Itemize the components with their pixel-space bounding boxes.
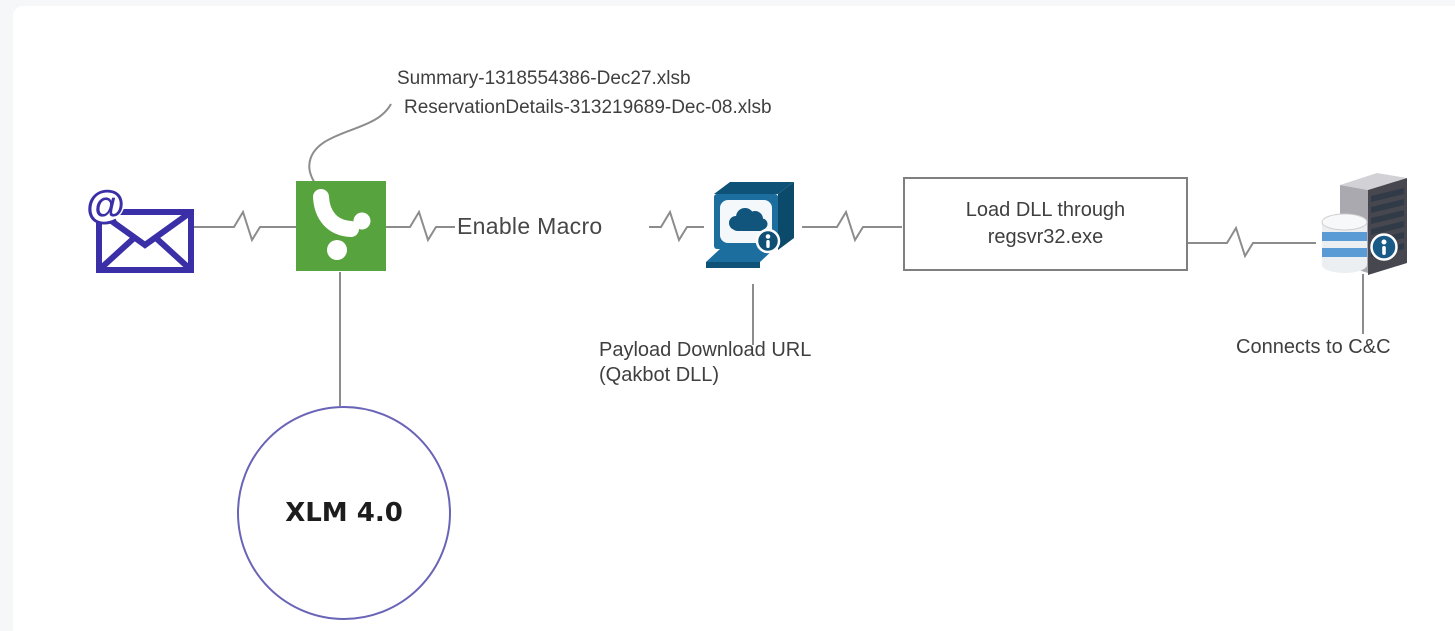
payload-url-line-1: Payload Download URL <box>599 339 812 361</box>
email-envelope-icon: @ <box>85 182 194 273</box>
connects-cc-label: Connects to C&C <box>1236 336 1391 358</box>
computer-cloud-info-icon <box>706 182 794 268</box>
xlm-circle <box>237 406 451 620</box>
xlm-macro-label: XLM 4.0 <box>285 498 403 528</box>
attachment-filenames-label: Summary-1318554386-Dec27.xlsb Reservatio… <box>397 64 772 122</box>
callout-curve-filenames <box>308 103 392 187</box>
at-symbol: @ <box>86 183 125 227</box>
enable-macro-label: Enable Macro <box>457 213 603 239</box>
at-symbol-backing <box>85 182 125 222</box>
connector-computer-to-box <box>802 209 902 243</box>
connector-email-to-excel <box>192 209 296 243</box>
cloud-icon <box>729 208 768 231</box>
info-badge-icon <box>1370 233 1398 261</box>
load-dll-line-2: regsvr32.exe <box>987 226 1104 248</box>
load-dll-line-1: Load DLL through <box>965 199 1126 221</box>
connector-box-to-server <box>1186 225 1316 259</box>
server-database-info-icon <box>1321 173 1407 275</box>
connector-excel-to-macro-label <box>386 209 455 243</box>
payload-url-label: Payload Download URL (Qakbot DLL) <box>599 338 811 388</box>
excel-file-icon <box>296 181 386 271</box>
connector-macro-label-to-computer <box>649 209 704 243</box>
payload-url-line-2: (Qakbot DLL) <box>599 364 720 386</box>
info-badge-icon <box>755 228 781 254</box>
database-icon <box>1321 213 1368 273</box>
load-dll-box: Load DLL through regsvr32.exe <box>903 177 1188 271</box>
attachment-filename-1: Summary-1318554386-Dec27.xlsb <box>397 68 691 89</box>
attachment-filename-2: ReservationDetails-313219689-Dec-08.xlsb <box>404 97 772 118</box>
